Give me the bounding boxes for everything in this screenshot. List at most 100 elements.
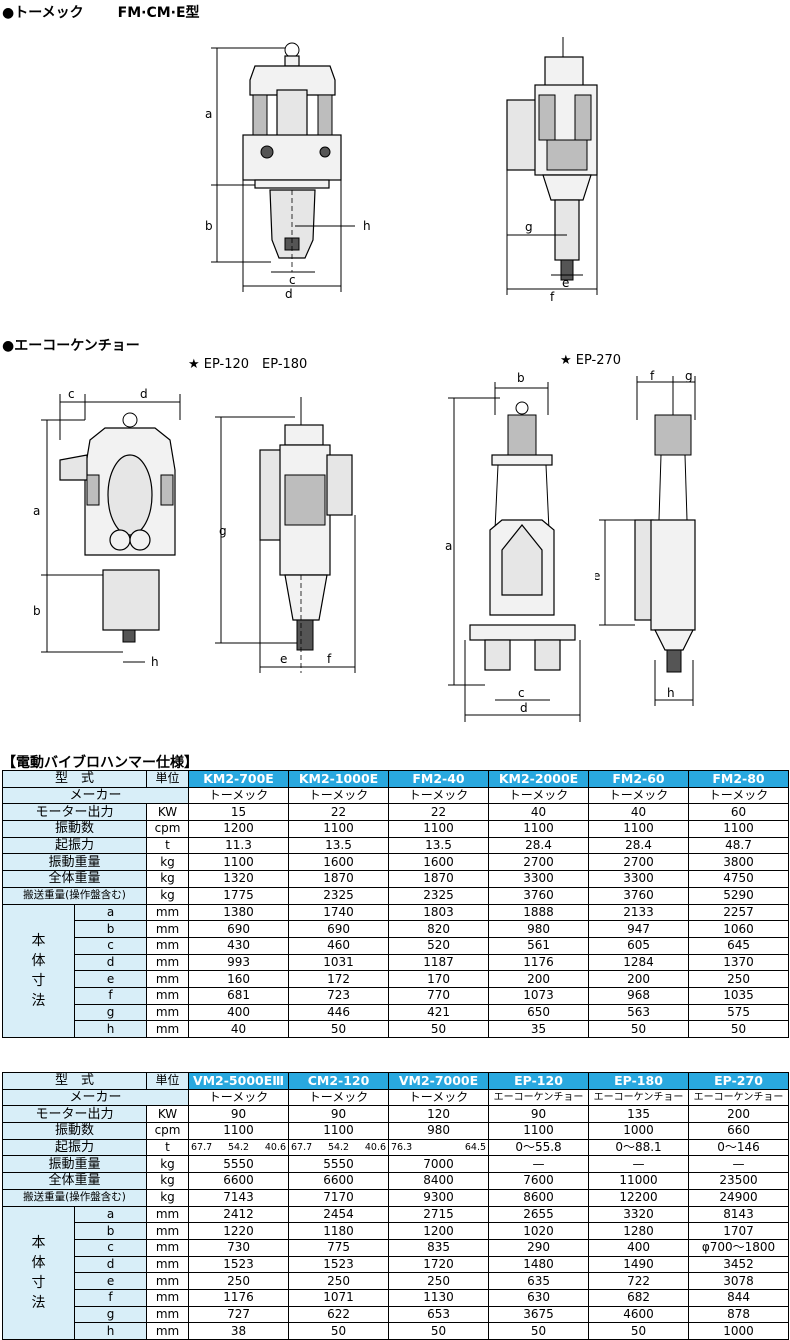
group-label: 本体寸法 <box>2 1205 75 1340</box>
value-cell: 575 <box>688 1003 790 1022</box>
dim-ep-a: a <box>33 504 40 518</box>
value-cell: 7000 <box>388 1155 490 1174</box>
value-cell: 200 <box>688 1105 790 1124</box>
value-cell: 1220 <box>188 1222 290 1240</box>
value-cell: 250 <box>388 1272 490 1290</box>
value-cell: 3320 <box>588 1205 690 1224</box>
value-cell: 844 <box>688 1288 790 1307</box>
force-value: 40.6 <box>364 1142 387 1154</box>
value-cell: 0～146 <box>688 1138 790 1157</box>
value-cell: 8600 <box>488 1188 590 1207</box>
value-cell: 8400 <box>388 1172 490 1190</box>
value-cell: 622 <box>288 1305 390 1324</box>
value-cell: 28.4 <box>588 836 690 855</box>
value-cell: 1707 <box>688 1222 790 1240</box>
row-unit: mm <box>146 1003 190 1022</box>
dim-key: f <box>73 986 148 1005</box>
value-cell: 1870 <box>288 870 390 888</box>
force-value: 67.7 <box>291 1142 313 1154</box>
force-value: 40.6 <box>264 1142 287 1154</box>
table-title: 【電動バイブロハンマー仕様】 <box>2 755 198 771</box>
row-unit: mm <box>146 1288 190 1307</box>
value-cell: 400 <box>588 1238 690 1257</box>
value-cell: 7143 <box>188 1188 290 1207</box>
value-cell: 50 <box>288 1322 390 1340</box>
value-cell: 2133 <box>588 903 690 922</box>
maker-cell: トーメック <box>588 786 690 805</box>
header-model-name: FM2-80 <box>688 770 790 788</box>
group-label-char: 本 <box>31 1234 46 1251</box>
value-cell: 1187 <box>388 953 490 972</box>
dim-key: e <box>73 1272 148 1290</box>
ep-small-side-drawing: g e f <box>215 397 356 673</box>
value-cell: 90 <box>188 1105 290 1124</box>
value-cell: 730 <box>188 1238 290 1257</box>
value-cell: 3300 <box>488 870 590 888</box>
value-cell: 90 <box>488 1105 590 1124</box>
value-cell: 13.5 <box>288 836 390 855</box>
row-unit: mm <box>146 920 190 938</box>
value-cell: 2325 <box>288 886 390 905</box>
section-title-suffix: FM·CM·E型 <box>117 5 200 21</box>
group-label-char: 寸 <box>31 1274 46 1291</box>
section-title-eco: ●エーコーケンチョー <box>2 335 140 355</box>
dim-key: h <box>73 1020 148 1038</box>
value-cell: 770 <box>388 986 490 1005</box>
value-cell: 40 <box>188 1020 290 1038</box>
value-cell: 11000 <box>588 1172 690 1190</box>
group-label-char: 寸 <box>31 972 46 989</box>
maker-cell: エーコーケンチョー <box>588 1088 690 1107</box>
section-title-eco-text: ●エーコーケンチョー <box>2 338 140 354</box>
dim-key: a <box>73 1205 148 1224</box>
value-cell: 3675 <box>488 1305 590 1324</box>
header-unit: 単位 <box>146 1072 190 1090</box>
value-cell: 1100 <box>188 853 290 872</box>
value-cell: 1284 <box>588 953 690 972</box>
value-cell: 993 <box>188 953 290 972</box>
value-cell: 1073 <box>488 986 590 1005</box>
dim-key: d <box>73 1255 148 1274</box>
maker-cell: トーメック <box>488 786 590 805</box>
header-model-name: EP-180 <box>588 1072 690 1090</box>
dim-key: e <box>73 970 148 988</box>
value-cell: 1130 <box>388 1288 490 1307</box>
value-cell: 48.7 <box>688 836 790 855</box>
row-unit: kg <box>146 886 190 905</box>
table-row: メーカートーメックトーメックトーメックトーメックトーメックトーメック <box>1 786 790 805</box>
value-cell: 50 <box>388 1020 490 1038</box>
dim-270-g: g <box>685 370 693 383</box>
value-cell: 5290 <box>688 886 790 905</box>
tomec-side-drawing: g e f <box>506 37 598 304</box>
value-cell: 120 <box>388 1105 490 1124</box>
dim-d: d <box>285 287 293 300</box>
row-unit: mm <box>146 1272 190 1290</box>
value-cell: 200 <box>588 970 690 988</box>
row-label: メーカー <box>1 1088 190 1107</box>
value-cell: 421 <box>388 1003 490 1022</box>
value-cell: 7170 <box>288 1188 390 1207</box>
maker-cell: トーメック <box>288 786 390 805</box>
dim-270-c: c <box>518 686 525 700</box>
maker-cell: トーメック <box>188 786 290 805</box>
ep-large-label: ★ EP-270 <box>560 353 622 368</box>
dim-key: f <box>73 1288 148 1307</box>
row-unit: kg <box>146 1172 190 1190</box>
value-cell: 8143 <box>688 1205 790 1224</box>
row-unit: mm <box>146 903 190 922</box>
row-unit: mm <box>146 1205 190 1224</box>
force-value: 54.2 <box>227 1142 250 1154</box>
value-cell: 1176 <box>488 953 590 972</box>
header-model-name: CM2-120 <box>288 1072 390 1090</box>
